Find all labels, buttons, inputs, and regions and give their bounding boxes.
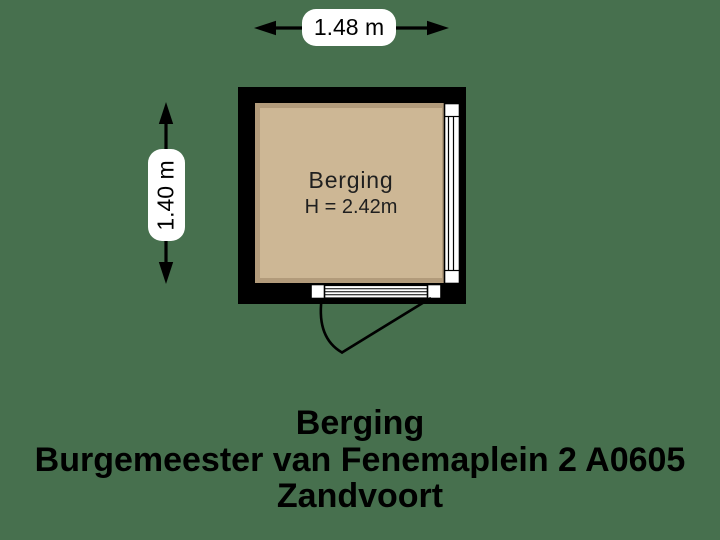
door-leaf <box>340 297 432 354</box>
caption-room-name: Berging <box>295 404 425 442</box>
door-symbol <box>310 283 442 354</box>
door-swing-arc <box>319 298 344 354</box>
door-post-left <box>310 283 326 300</box>
arrow-right-head <box>427 20 449 36</box>
caption-address: Burgemeester van Fenemaplein 2 A0605 <box>34 440 686 479</box>
room-floor <box>255 103 447 283</box>
height-dimension-value: 1.40 m <box>153 159 180 231</box>
arrow-left-head <box>254 20 276 36</box>
caption-block: Berging Burgemeester van Fenemaplein 2 A… <box>0 405 720 515</box>
window-symbol <box>443 102 461 285</box>
room-ceiling-height-label: H = 2.42m <box>304 196 398 218</box>
room-label-group: Berging H = 2.42m <box>255 103 447 283</box>
room-name-label: Berging <box>308 167 394 193</box>
arrow-down-head <box>158 262 174 284</box>
height-dimension-label: 1.40 m <box>148 149 185 241</box>
arrow-up-head <box>158 102 174 124</box>
door-post-right <box>426 283 442 300</box>
width-dimension-label: 1.48 m <box>302 9 396 46</box>
width-dimension-value: 1.48 m <box>313 14 385 40</box>
caption-city: Zandvoort <box>276 477 444 515</box>
